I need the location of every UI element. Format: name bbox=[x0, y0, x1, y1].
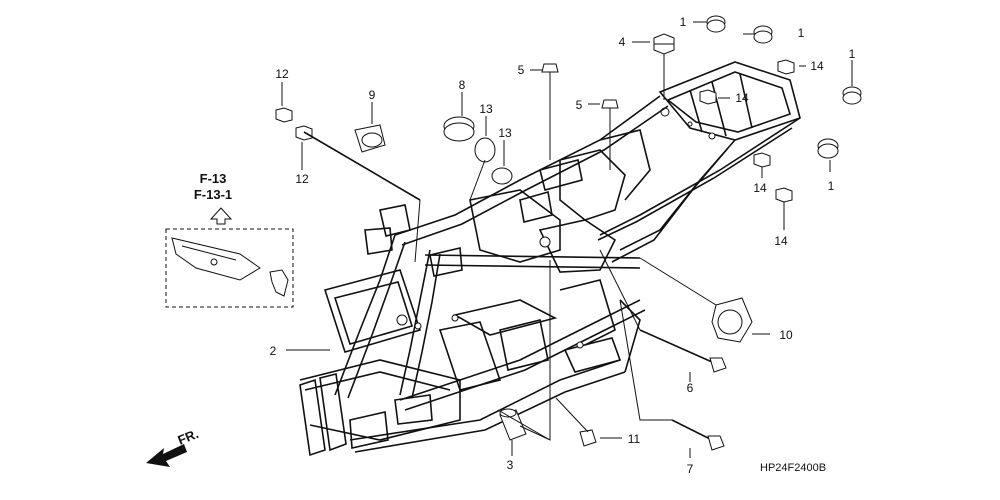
callout-14: 14 bbox=[735, 91, 749, 105]
callout-4: 4 bbox=[619, 35, 626, 49]
rubber-mounts bbox=[706, 15, 862, 159]
callout-14: 14 bbox=[810, 59, 824, 73]
leader-lines bbox=[281, 21, 853, 458]
callout-8: 8 bbox=[459, 78, 466, 92]
callout-5: 5 bbox=[576, 98, 583, 112]
reference-f13: F-13 bbox=[200, 171, 227, 186]
callout-13: 13 bbox=[479, 102, 493, 116]
callout-14: 14 bbox=[774, 234, 788, 248]
diagram-code: HP24F2400B bbox=[760, 462, 826, 474]
reference-inset bbox=[165, 207, 294, 308]
callout-1: 1 bbox=[828, 179, 835, 193]
callout-9: 9 bbox=[369, 88, 376, 102]
bolts-part-14 bbox=[699, 59, 795, 203]
callout-14: 14 bbox=[753, 181, 767, 195]
callouts: 1 1 1 1 2 3 4 5 5 6 7 8 9 10 11 12 12 13… bbox=[176, 15, 856, 476]
callout-1: 1 bbox=[849, 47, 856, 61]
callout-11: 11 bbox=[628, 432, 641, 446]
callout-12: 12 bbox=[275, 67, 289, 81]
bracket-part-10 bbox=[711, 297, 753, 343]
callout-3: 3 bbox=[507, 458, 514, 472]
reference-f13-1: F-13-1 bbox=[194, 187, 232, 202]
clamp-part-9 bbox=[354, 124, 386, 153]
callout-7: 7 bbox=[687, 462, 694, 476]
bolts-part-12 bbox=[275, 107, 421, 201]
collar-part-3 bbox=[499, 408, 527, 441]
caps-part-13 bbox=[474, 137, 513, 185]
callout-2: 2 bbox=[270, 344, 277, 358]
front-direction-arrow bbox=[146, 444, 187, 467]
callout-10: 10 bbox=[779, 328, 793, 342]
bolt-part-11 bbox=[555, 397, 597, 447]
clamp-part-8 bbox=[443, 116, 475, 142]
nut-part-4 bbox=[653, 33, 675, 55]
bolt-part-6 bbox=[639, 329, 727, 373]
front-direction-label: FR. bbox=[176, 426, 201, 448]
callout-6: 6 bbox=[687, 381, 694, 395]
callout-12: 12 bbox=[295, 172, 309, 186]
frame-body bbox=[299, 61, 801, 457]
callout-5: 5 bbox=[518, 63, 525, 77]
callout-13: 13 bbox=[498, 126, 512, 140]
callout-1: 1 bbox=[798, 26, 805, 40]
bolt-part-7 bbox=[671, 419, 725, 451]
grommets-part-5 bbox=[541, 63, 619, 170]
callout-1: 1 bbox=[680, 15, 687, 29]
